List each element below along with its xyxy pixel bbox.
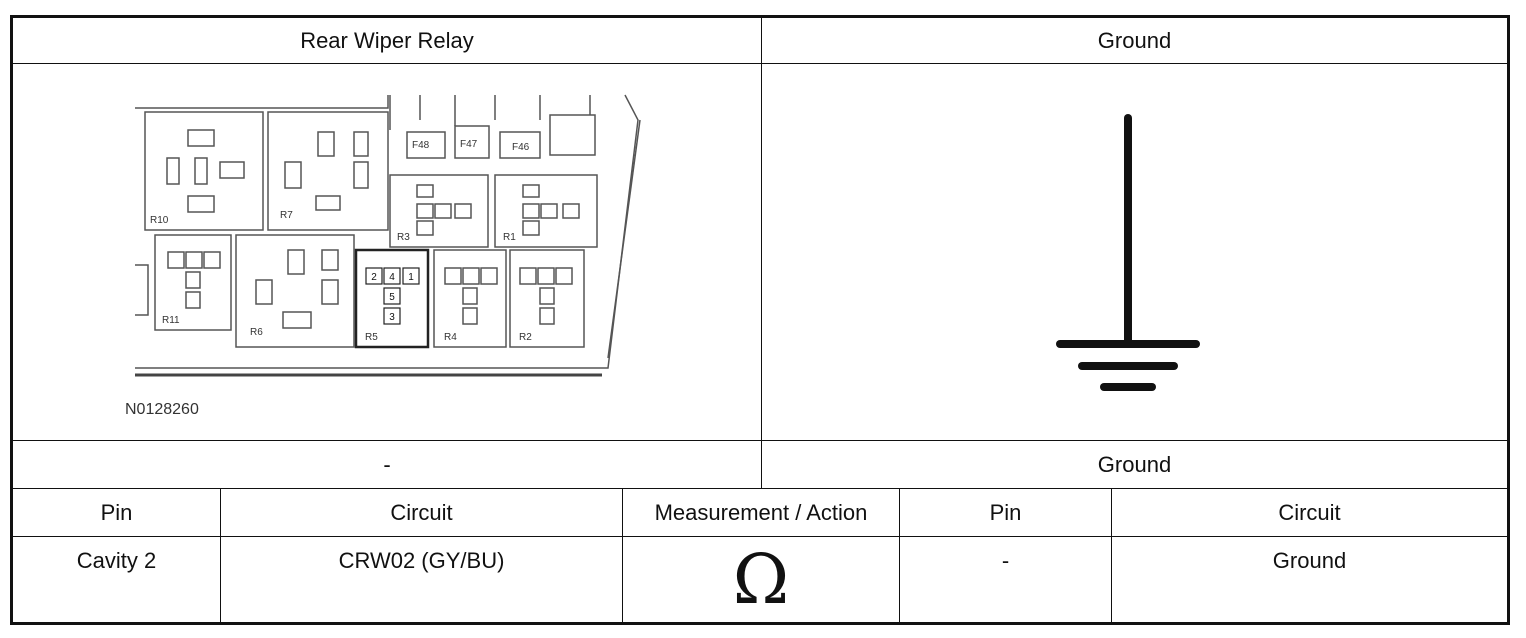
relay-label-r10: R10 bbox=[150, 215, 169, 226]
relay-label-r3: R3 bbox=[397, 232, 410, 243]
ground-symbol-icon bbox=[1056, 114, 1200, 391]
subheader-right: Ground bbox=[1097, 451, 1172, 477]
col-header-circuit-a: Circuit bbox=[390, 499, 453, 525]
ohm-icon: Ω bbox=[732, 541, 790, 620]
connector-diagram: F48 F47 F46 R10 R7 R3 R1 R11 R6 R5 R4 R2… bbox=[125, 94, 641, 418]
header-left-title: Rear Wiper Relay bbox=[300, 27, 474, 53]
cell-pin-b: - bbox=[1001, 548, 1010, 573]
fuse-label-f47: F47 bbox=[460, 139, 478, 150]
divider-center bbox=[761, 15, 762, 489]
divider-col3 bbox=[899, 488, 900, 625]
fuse-label-f46: F46 bbox=[512, 142, 530, 153]
pin-label-4: 4 bbox=[389, 272, 395, 283]
pin-label-2: 2 bbox=[371, 272, 377, 283]
divider-header bbox=[10, 63, 1510, 64]
cell-pin-a: Cavity 2 bbox=[76, 548, 157, 573]
fuse-label-f48: F48 bbox=[412, 140, 430, 151]
divider-col4 bbox=[1111, 488, 1112, 625]
pin-label-5: 5 bbox=[389, 292, 395, 303]
col-header-measurement: Measurement / Action bbox=[654, 499, 868, 525]
figure-id: N0128260 bbox=[125, 401, 199, 418]
table-frame bbox=[10, 15, 1510, 625]
cell-circuit-a: CRW02 (GY/BU) bbox=[338, 548, 505, 573]
col-header-pin-a: Pin bbox=[100, 499, 133, 525]
relay-label-r11: R11 bbox=[162, 315, 180, 326]
relay-label-r5: R5 bbox=[365, 332, 378, 343]
divider-diagram bbox=[10, 440, 1510, 441]
col-header-circuit-b: Circuit bbox=[1278, 499, 1341, 525]
divider-subheader bbox=[10, 488, 1510, 489]
relay-label-r4: R4 bbox=[444, 332, 457, 343]
pin-label-3: 3 bbox=[389, 312, 395, 323]
divider-col1 bbox=[220, 488, 221, 625]
cell-circuit-b: Ground bbox=[1272, 548, 1347, 573]
divider-col2 bbox=[622, 488, 623, 625]
relay-label-r1: R1 bbox=[503, 232, 516, 243]
relay-label-r6: R6 bbox=[250, 327, 263, 338]
relay-label-r7: R7 bbox=[280, 210, 293, 221]
pin-label-1: 1 bbox=[408, 272, 414, 283]
header-right-title: Ground bbox=[1097, 27, 1172, 53]
relay-label-r2: R2 bbox=[519, 332, 532, 343]
subheader-left: - bbox=[383, 451, 391, 477]
divider-table-header bbox=[10, 536, 1510, 537]
col-header-pin-b: Pin bbox=[989, 499, 1022, 525]
